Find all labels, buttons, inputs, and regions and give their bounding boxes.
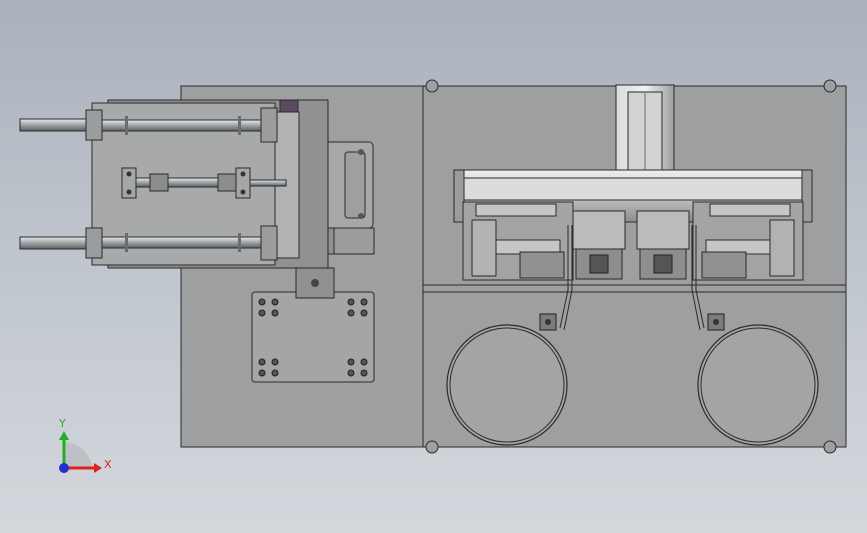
x-axis-label: X [104,458,112,471]
horizontal-beam [453,169,813,223]
guide-rod-top [19,107,278,143]
motor-block-right [636,210,690,280]
right-reel [691,225,819,446]
z-axis-dot [59,463,69,473]
left-reel [446,225,573,446]
y-axis-label: Y [58,417,66,430]
left-slide-module [462,201,574,281]
coordinate-triad: X Y [58,417,112,473]
piston-rod [121,167,287,199]
right-slide-module [692,201,804,281]
guide-rod-bottom [19,225,278,261]
motor-block-left [572,210,626,280]
